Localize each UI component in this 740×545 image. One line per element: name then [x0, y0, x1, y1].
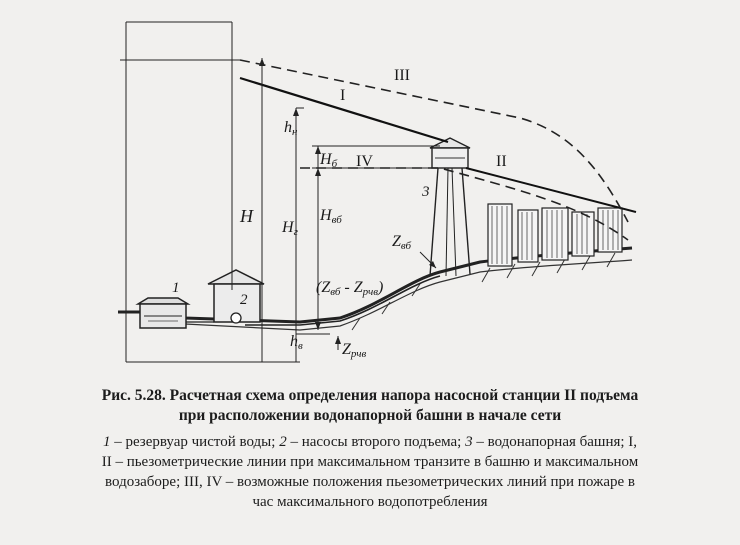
label-line-II: II [496, 153, 507, 170]
label-Z-rchv: Zрчв [342, 341, 367, 360]
label-H-vb: Hвб [319, 207, 342, 226]
ground-hatching [351, 252, 616, 331]
piezo-line-II [465, 167, 637, 213]
label-z-difference: (Zвб - Zрчв) [316, 279, 383, 298]
label-tower-number: 3 [421, 184, 430, 200]
legend-num-2: 2 [279, 434, 287, 450]
pump-station [186, 269, 265, 324]
figure-caption-title: Рис. 5.28. Расчетная схема определения н… [0, 386, 740, 426]
buildings [487, 203, 623, 267]
ground-lower-line [184, 259, 633, 331]
pipeline [245, 275, 441, 326]
legend-num-1: 1 [102, 434, 111, 450]
caption-title-line-2: при расположении водонапорной башни в на… [178, 407, 562, 424]
label-Z-vb: Zвб [392, 233, 412, 252]
label-line-III: III [394, 67, 410, 84]
legend-text-3: – водонапорная башня; I, [472, 434, 638, 450]
scheme-figure: 1 2 3 I II III IV hн Hб Hвб H Hг hв Zвб … [118, 21, 637, 363]
label-reservoir-number: 1 [172, 280, 180, 296]
legend-line-3: водозаборе; III, IV – возможные положени… [105, 474, 635, 490]
legend-num-3: 3 [465, 434, 473, 450]
water-tower [429, 137, 471, 277]
legend-text-2: – насосы второго подъема; [286, 434, 466, 450]
legend-line-2: II – пьезометрические линии при максимал… [101, 454, 639, 470]
label-H-b: Hб [319, 151, 338, 170]
scheme-diagram: 1 2 3 I II III IV hн Hб Hвб H Hг hв Zвб … [118, 21, 637, 363]
dimension-arrows [259, 58, 436, 344]
legend-line-1: 1 – резервуар чистой воды; 2 – насосы вт… [18, 432, 722, 452]
piezo-line-IV [300, 167, 629, 241]
label-pump-number: 2 [240, 292, 248, 308]
label-h-n: hн [284, 119, 298, 138]
legend-line-4: час максимального водопотребления [252, 494, 488, 510]
figure-legend: 1 – резервуар чистой воды; 2 – насосы вт… [18, 432, 722, 512]
label-line-I: I [340, 87, 345, 104]
legend-text-1: – резервуар чистой воды; [110, 434, 280, 450]
label-H: H [239, 206, 254, 226]
piezo-line-III [239, 59, 629, 223]
caption-title-line-1: Рис. 5.28. Расчетная схема определения н… [101, 387, 639, 404]
label-line-IV: IV [356, 153, 373, 170]
clean-water-reservoir [135, 297, 191, 329]
building-hatching [491, 206, 619, 264]
label-h-v: hв [290, 333, 303, 352]
piezo-line-I [239, 76, 449, 144]
label-H-g: Hг [281, 219, 299, 238]
